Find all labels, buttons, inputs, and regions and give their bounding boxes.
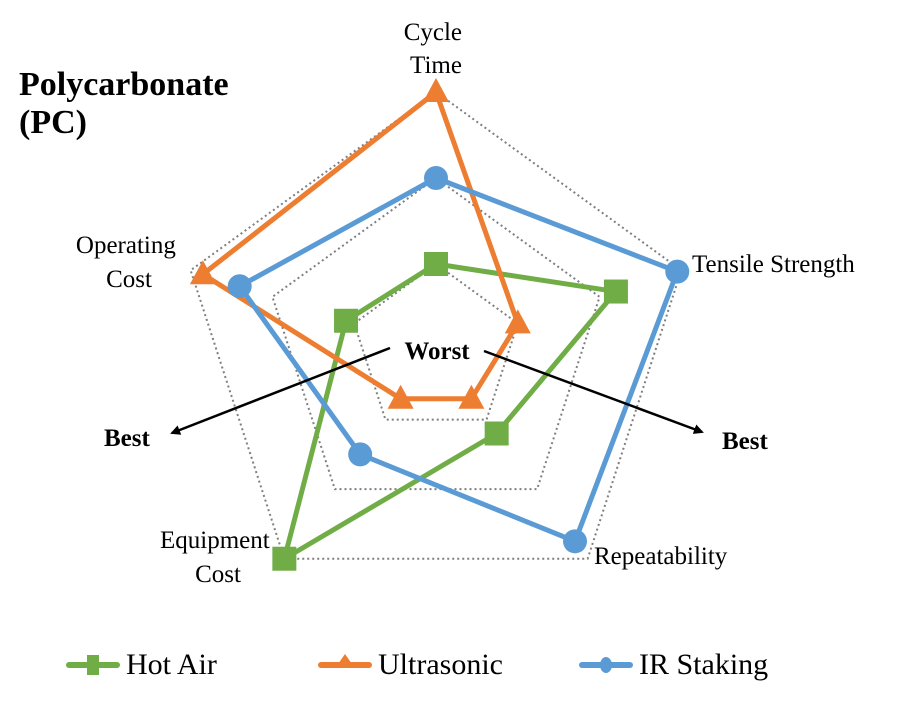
radar-series [189,78,690,571]
legend-item-hot-air[interactable]: Hot Air [66,640,217,690]
axis-label-equipment-cost: Equipment Cost [160,527,276,588]
legend-label-ultrasonic: Ultrasonic [378,648,503,681]
axis-label-operating-cost: Operating Cost [76,232,182,293]
axis-label-tensile-strength: Tensile Strength [692,251,855,278]
chart-title-line1: Polycarbonate [19,66,229,103]
circle-marker-icon [563,529,588,554]
chart-title: Polycarbonate (PC) [19,66,229,142]
axis-label-repeatability: Repeatability [594,543,728,570]
legend-item-ultrasonic[interactable]: Ultrasonic [318,640,503,690]
square-marker-icon [87,655,99,675]
square-marker-icon [272,546,297,571]
series-hot-air [272,252,628,571]
gridline-ring [353,262,519,421]
series-ultrasonic [189,78,531,409]
chart-title-line2: (PC) [19,104,87,141]
circle-marker-icon [665,259,690,284]
legend-swatch-ultrasonic [318,654,372,668]
triangle-marker-icon [423,78,449,102]
triangle-marker-icon [387,384,414,409]
circle-marker-icon [348,442,373,467]
arrow-to-best-left [170,346,391,435]
circle-marker-icon [424,166,448,190]
square-marker-icon [334,308,359,333]
square-marker-icon [484,421,509,446]
triangle-marker-icon [189,260,216,285]
annotation-best-right: Best [722,428,769,455]
legend-item-ir-staking[interactable]: IR Staking [579,640,768,690]
circle-marker-icon [227,274,252,299]
legend-label-hot-air: Hot Air [126,648,217,681]
series-ir-staking [227,166,690,554]
gridline-ring [271,176,601,491]
annotation-worst: Worst [404,338,470,365]
circle-marker-icon [600,657,612,673]
chart-legend: Hot Air Ultrasonic IR Staking [0,640,900,690]
arrow-to-best-right [483,349,704,434]
legend-swatch-ir-staking [579,657,633,673]
square-marker-icon [603,279,628,304]
triangle-marker-icon [504,309,531,334]
triangle-marker-icon [458,384,485,409]
radar-gridlines [189,90,683,560]
axis-label-cycle-time: Cycle Time [404,19,469,79]
radar-chart: Cycle Time Tensile Strength Repeatabilit… [76,19,855,588]
triangle-marker-icon [338,654,352,664]
annotation-best-left: Best [104,425,151,452]
legend-swatch-hot-air [66,655,120,675]
square-marker-icon [424,252,448,276]
legend-label-ir-staking: IR Staking [639,648,769,681]
